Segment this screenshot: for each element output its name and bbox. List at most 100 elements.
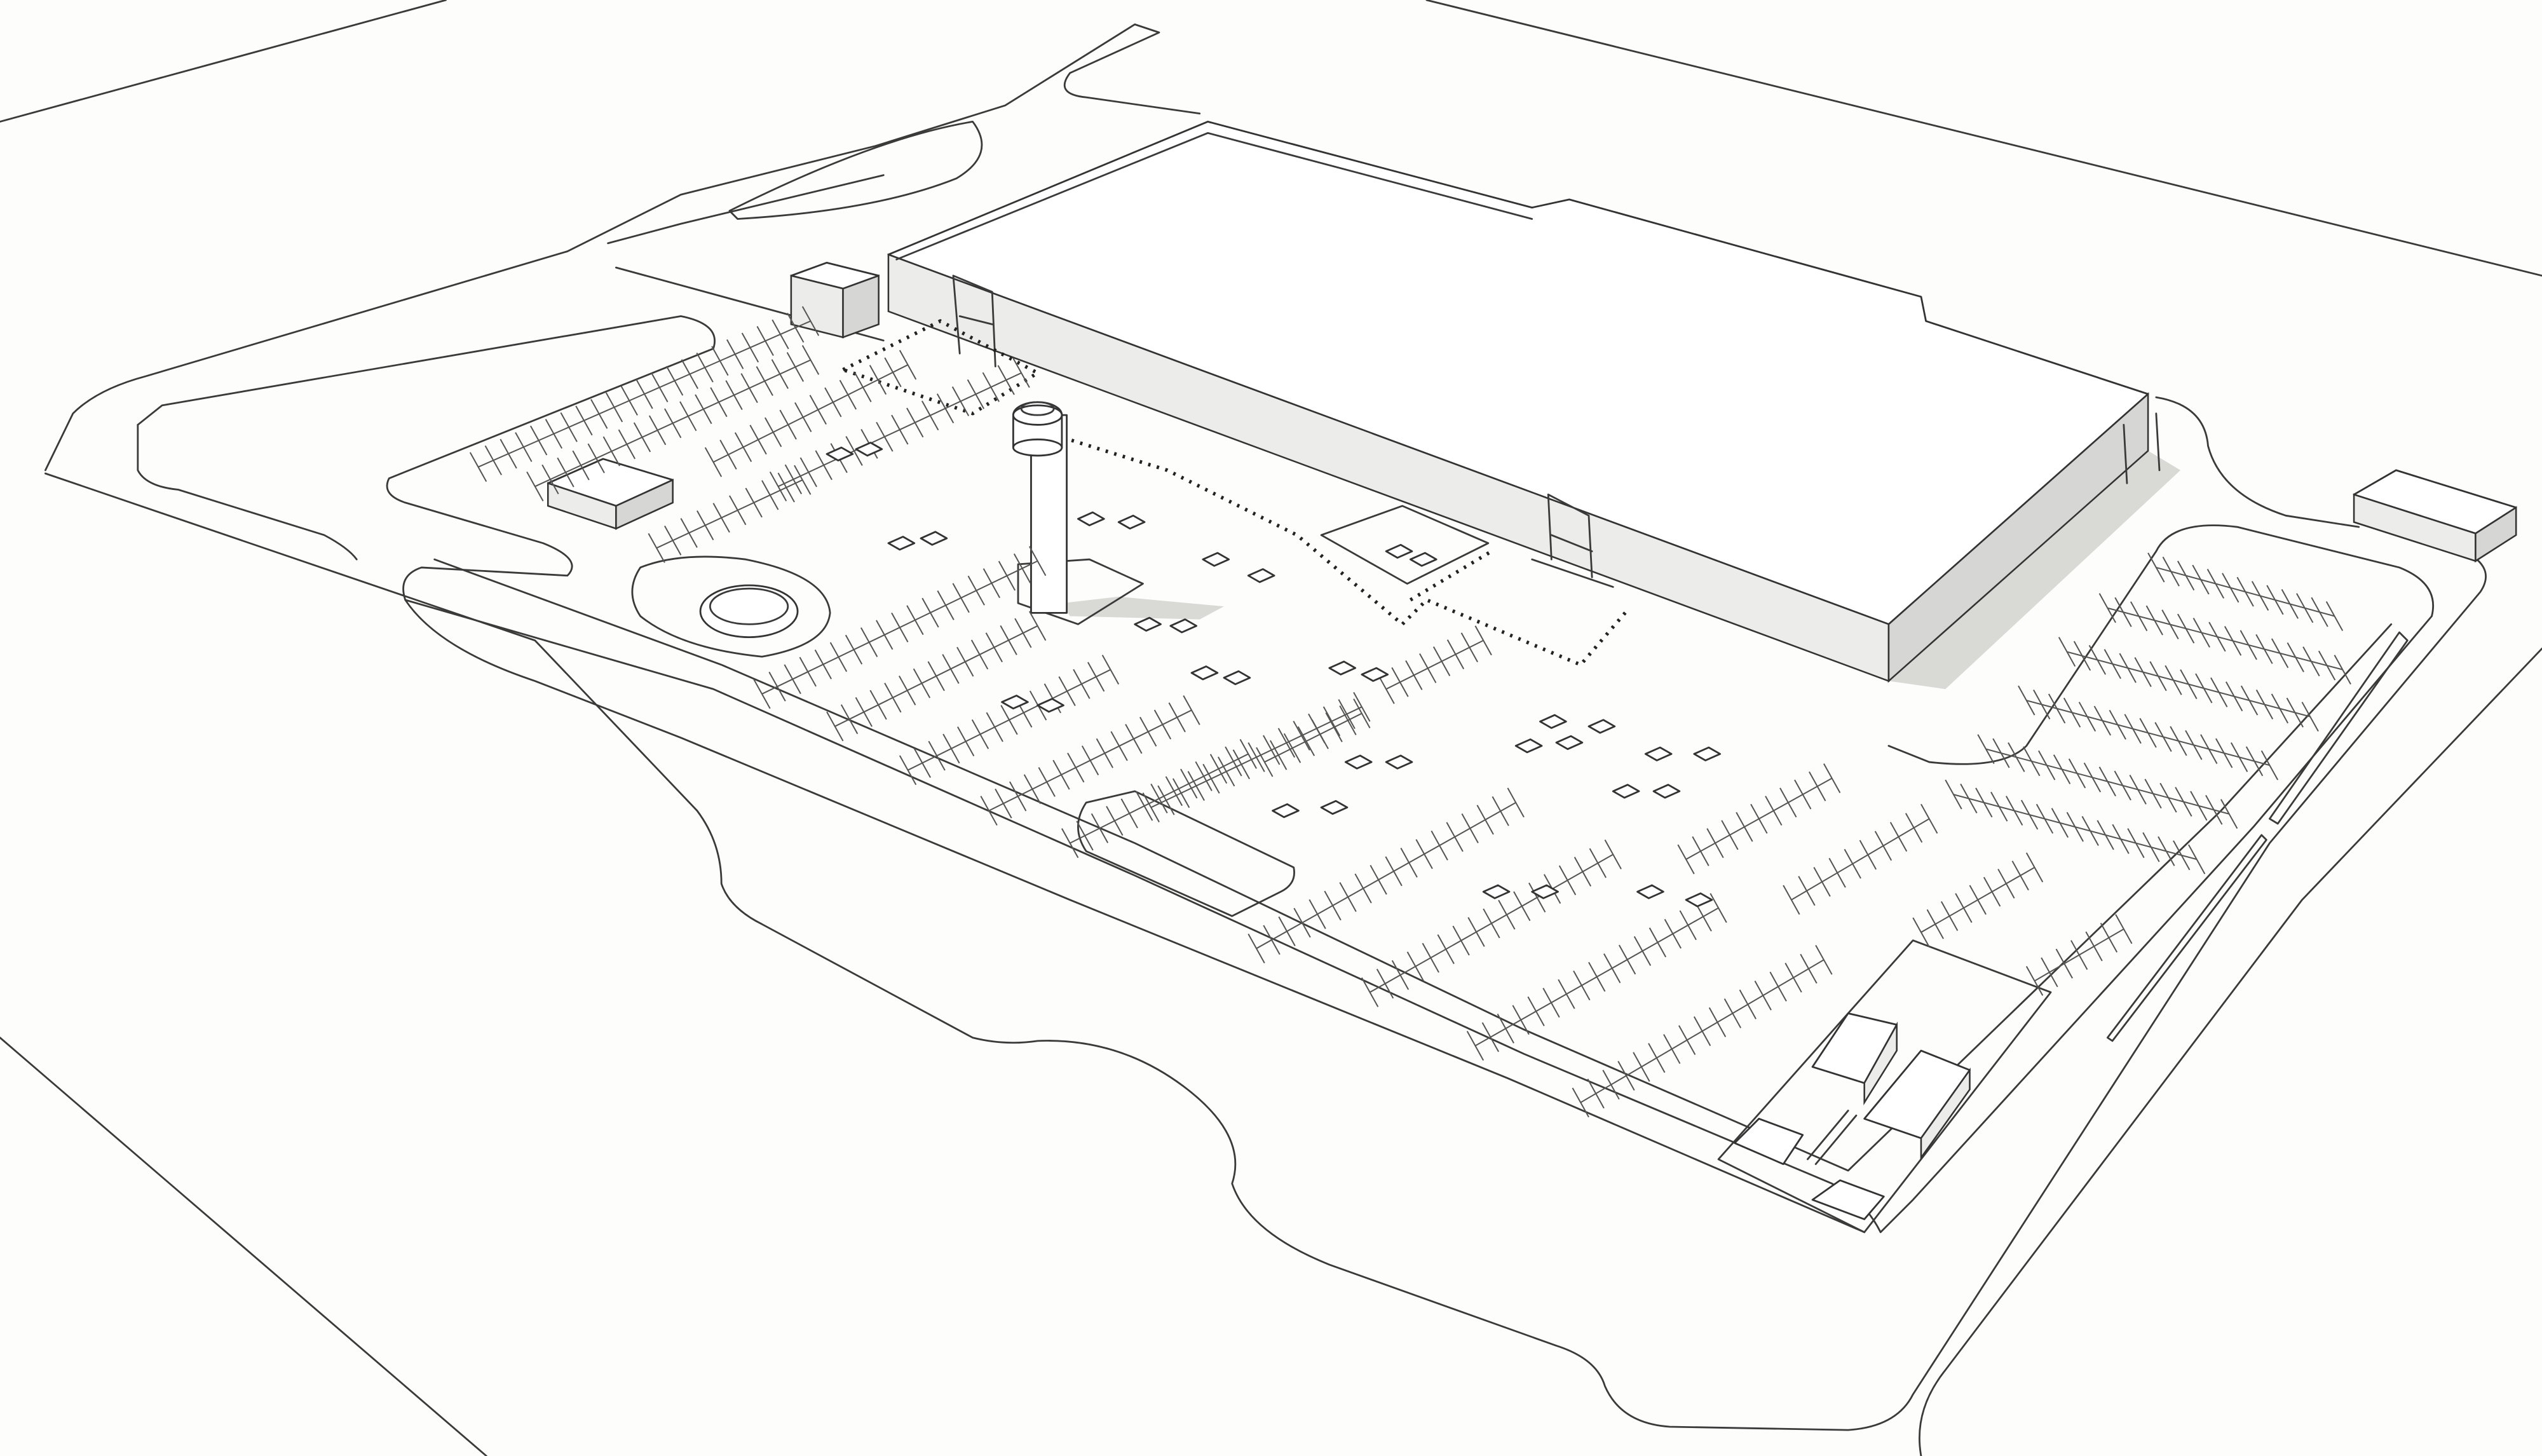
parking-stall-line	[2066, 812, 2084, 842]
parking-stall-line	[1452, 925, 1470, 956]
parking-stall-line	[2302, 646, 2320, 677]
parking-stall-line	[1721, 820, 1739, 850]
parking-stall-line	[1325, 712, 1343, 742]
parking-stall-line	[1172, 778, 1190, 808]
parking-stall-line	[1633, 1052, 1650, 1082]
parking-stall-line	[906, 605, 924, 636]
parking-stall-line	[1052, 759, 1070, 790]
parking-stall-line	[1754, 980, 1772, 1010]
parking-stall-line	[2081, 816, 2099, 846]
car	[1001, 695, 1029, 710]
parking-stall-line	[794, 402, 812, 432]
parking-stall-line	[2195, 673, 2213, 704]
parking-stall-line	[1481, 1022, 1499, 1052]
parking-stall-line	[899, 755, 917, 786]
car	[887, 536, 916, 551]
parking-stall-line	[1823, 763, 1841, 794]
car	[1693, 746, 1722, 761]
parking-stall-line	[2215, 738, 2233, 768]
parking-stall-line	[927, 661, 945, 691]
parking-stall-line	[1794, 779, 1812, 810]
parking-stall-line	[1361, 977, 1379, 1007]
parking-stall-line	[1572, 1087, 1589, 1118]
parking-stall-line	[1446, 822, 1464, 852]
parking-stall-line	[602, 436, 620, 466]
parking-stall-line	[786, 352, 805, 382]
parking-stall-line	[799, 457, 817, 487]
parking-lot-boundary	[137, 315, 2435, 1234]
parking-stall-line	[2170, 726, 2187, 756]
plaza-fence-center	[1037, 428, 1631, 667]
parking-stall-line	[1926, 909, 1944, 939]
parking-stall-line	[633, 422, 651, 452]
parking-stall-line	[1106, 806, 1124, 836]
parking-stall-line	[2068, 758, 2086, 789]
parking-stall-line	[1678, 1025, 1696, 1056]
parking-stall-line	[541, 464, 559, 494]
parking-stall-line	[1270, 740, 1288, 770]
parking-stall-line	[2025, 852, 2044, 883]
plazas	[838, 319, 1631, 667]
parking-stall-line	[2109, 709, 2126, 740]
parking-stall-line	[2255, 690, 2274, 719]
parking-stall-line	[1076, 820, 1094, 851]
parking-stall-line	[1437, 934, 1455, 965]
parking-stall-line	[2018, 685, 2036, 716]
parking-row-centerline	[1264, 712, 1363, 763]
parking-stall-line	[1677, 844, 1695, 874]
parking-stall-line	[2053, 754, 2071, 785]
parking-stall-line	[515, 432, 533, 462]
parking-stall-line	[1779, 787, 1797, 818]
parking-stall-line	[2225, 681, 2243, 712]
parking-stall-line	[826, 711, 844, 742]
parking-stall-line	[1239, 738, 1257, 769]
parking-stall-line	[651, 372, 669, 403]
parking-stall-line	[618, 429, 636, 459]
parking-stall-line	[986, 712, 1003, 742]
parking-stall-line	[1784, 962, 1802, 993]
parking-stall-line	[884, 683, 902, 713]
parking-stall-line	[1997, 868, 2015, 899]
parking-stall-line	[1073, 669, 1091, 699]
parking-stall-line	[1798, 876, 1816, 906]
parking-stall-line	[1297, 726, 1315, 756]
parking-stall-line	[2255, 634, 2273, 664]
parking-stall-line	[2210, 677, 2228, 707]
car	[1037, 698, 1064, 713]
parking-stall-line	[1422, 942, 1439, 973]
parking-stall-line	[749, 425, 767, 455]
parking-stall-line	[921, 597, 939, 628]
parking-stall-line	[2008, 742, 2025, 772]
parking-stall-line	[2311, 597, 2328, 627]
parking-row	[2025, 914, 2133, 996]
parking-stall-line	[815, 450, 833, 480]
parking-stall-line	[1353, 698, 1371, 728]
parking-stall-line	[741, 332, 759, 363]
planter-strip	[2269, 631, 2409, 825]
parking-stall-line	[1603, 953, 1621, 983]
parking-stall-line	[970, 639, 989, 670]
parking-stall-line	[1142, 793, 1160, 822]
parking-stall-line	[1168, 702, 1186, 733]
parking-stall-line	[2020, 799, 2039, 830]
parking-stall-line	[1029, 611, 1047, 641]
parking-stall-line	[1419, 653, 1437, 683]
parking-stall-line	[2083, 762, 2102, 793]
parking-stall-line	[1370, 864, 1387, 895]
parking-row	[2058, 637, 2319, 732]
parking-stall-line	[2134, 657, 2152, 687]
parking-stall-line	[928, 740, 946, 771]
parking-stall-line	[2063, 697, 2081, 728]
parking-stall-line	[980, 796, 998, 826]
parking-stall-line	[545, 419, 563, 449]
parking-stall-line	[1165, 776, 1183, 806]
parking-row	[753, 546, 1047, 709]
parking-stall-line	[2177, 561, 2195, 591]
parking-stall-line	[680, 518, 698, 548]
parking-stall-line	[2190, 791, 2208, 821]
ramp-3	[1734, 1117, 1804, 1166]
parking-stall-line	[726, 339, 744, 369]
parking-stall-line	[1664, 918, 1682, 949]
parking-stall-line	[1263, 735, 1281, 765]
